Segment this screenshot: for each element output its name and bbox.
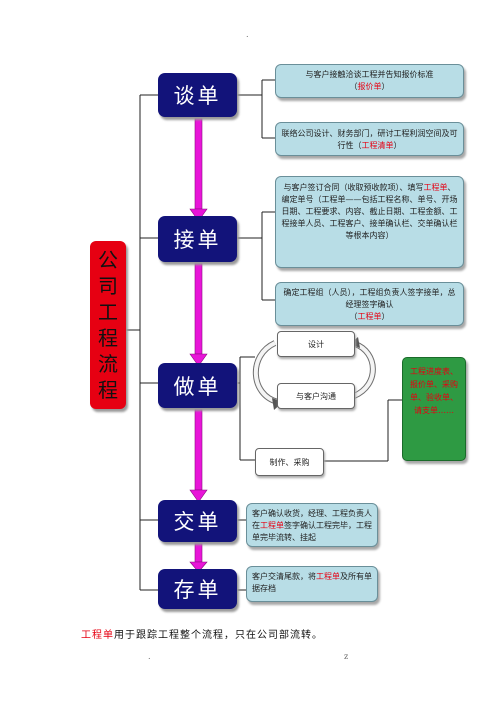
note-red-term: 工程单 [316, 572, 340, 581]
stage-zuo: 做单 [158, 363, 237, 408]
note-text: 客户确认收货，经理、工程负责人在 [252, 509, 372, 530]
cycle-communicate-label: 与客户沟通 [296, 391, 336, 401]
main-title-char: 程 [98, 326, 118, 350]
note-text: ） [381, 312, 390, 321]
main-title-char: 司 [98, 274, 118, 298]
note-red-term: 报价单 [357, 82, 382, 91]
note-red-term: 工程单 [260, 521, 284, 530]
note-text: 联络公司设计、财务部门，研讨工程利润空间及可行性（ [281, 129, 458, 150]
note-text: 、编定单号（工程单——包括工程名称、单号、开场日期、工程要求、内容、截止日期、工… [281, 183, 458, 240]
note-text: 及所有单据存档 [252, 572, 372, 593]
footer-note: 工程单用于跟踪工程整个流程，只在公司部流转。 [81, 626, 323, 641]
note-text: ） [393, 141, 402, 150]
cycle-design-label: 设计 [308, 339, 324, 349]
stage-cun-label: 存单 [173, 578, 222, 602]
note-red-term: 工程清单 [361, 141, 394, 150]
note-red-term: 工程单 [423, 183, 448, 192]
stage-tan-label: 谈单 [173, 84, 222, 108]
note-jie-contract: 与客户签订合同（收取预收款项）、填写工程单、编定单号（工程单——包括工程名称、单… [275, 176, 464, 268]
page-mark-bottom-left: . [148, 652, 151, 661]
cycle-communicate: 与客户沟通 [277, 383, 355, 409]
note-text: 确定工程组（人员），工程组负责人签字接单，总经理签字确认 [283, 288, 456, 309]
main-title-box: 公 司 工 程 流 程 [90, 241, 126, 409]
note-text: 客户交清尾款，将 [252, 572, 316, 581]
cycle-produce-label: 制作、采购 [269, 457, 310, 467]
main-title-char: 流 [98, 352, 118, 376]
page-mark-top: . [246, 30, 249, 39]
note-text: （ [349, 312, 358, 321]
note-text: （ [349, 82, 358, 91]
stage-tan: 谈单 [158, 73, 237, 117]
cycle-produce: 制作、采购 [255, 448, 324, 476]
documents-text: 工程进度表、报价单、采购单、验收单、请支单…… [410, 367, 458, 415]
stage-cun: 存单 [158, 569, 237, 609]
footer-text: 用于跟踪工程整个流程，只在公司部流转。 [114, 630, 323, 641]
footer-red-term: 工程单 [81, 630, 114, 641]
stage-jiao: 交单 [158, 500, 237, 542]
note-tan-feasibility: 联络公司设计、财务部门，研讨工程利润空间及可行性（工程清单） [275, 122, 464, 156]
note-tan-quote: 与客户接触洽谈工程并告知报价标准 （报价单） [275, 64, 464, 98]
note-jie-team: 确定工程组（人员），工程组负责人签字接单，总经理签字确认 （工程单） [275, 282, 464, 326]
stage-jiao-label: 交单 [173, 510, 222, 534]
main-title-char: 公 [98, 248, 118, 272]
note-cun-archive: 客户交清尾款，将工程单及所有单据存档 [246, 566, 378, 602]
note-jiao-confirm: 客户确认收货，经理、工程负责人在工程单签字确认工程完毕，工程单完毕流转、挂起 [246, 503, 378, 547]
cycle-design: 设计 [277, 331, 355, 357]
documents-box: 工程进度表、报价单、采购单、验收单、请支单…… [402, 357, 466, 461]
page-mark-bottom-right: z [344, 652, 349, 661]
main-title-char: 程 [98, 378, 118, 402]
stage-jie: 接单 [158, 216, 237, 262]
note-red-term: 工程单 [357, 312, 382, 321]
note-text: 与客户签订合同（收取预收款项）、填写 [283, 183, 424, 192]
stage-zuo-label: 做单 [173, 374, 222, 399]
note-text: 与客户接触洽谈工程并告知报价标准 [305, 70, 434, 79]
note-text: ） [381, 82, 390, 91]
stage-jie-label: 接单 [173, 228, 222, 252]
note-text: 签字确认工程完毕，工程单完毕流转、挂起 [252, 521, 372, 542]
main-title-char: 工 [98, 300, 118, 324]
